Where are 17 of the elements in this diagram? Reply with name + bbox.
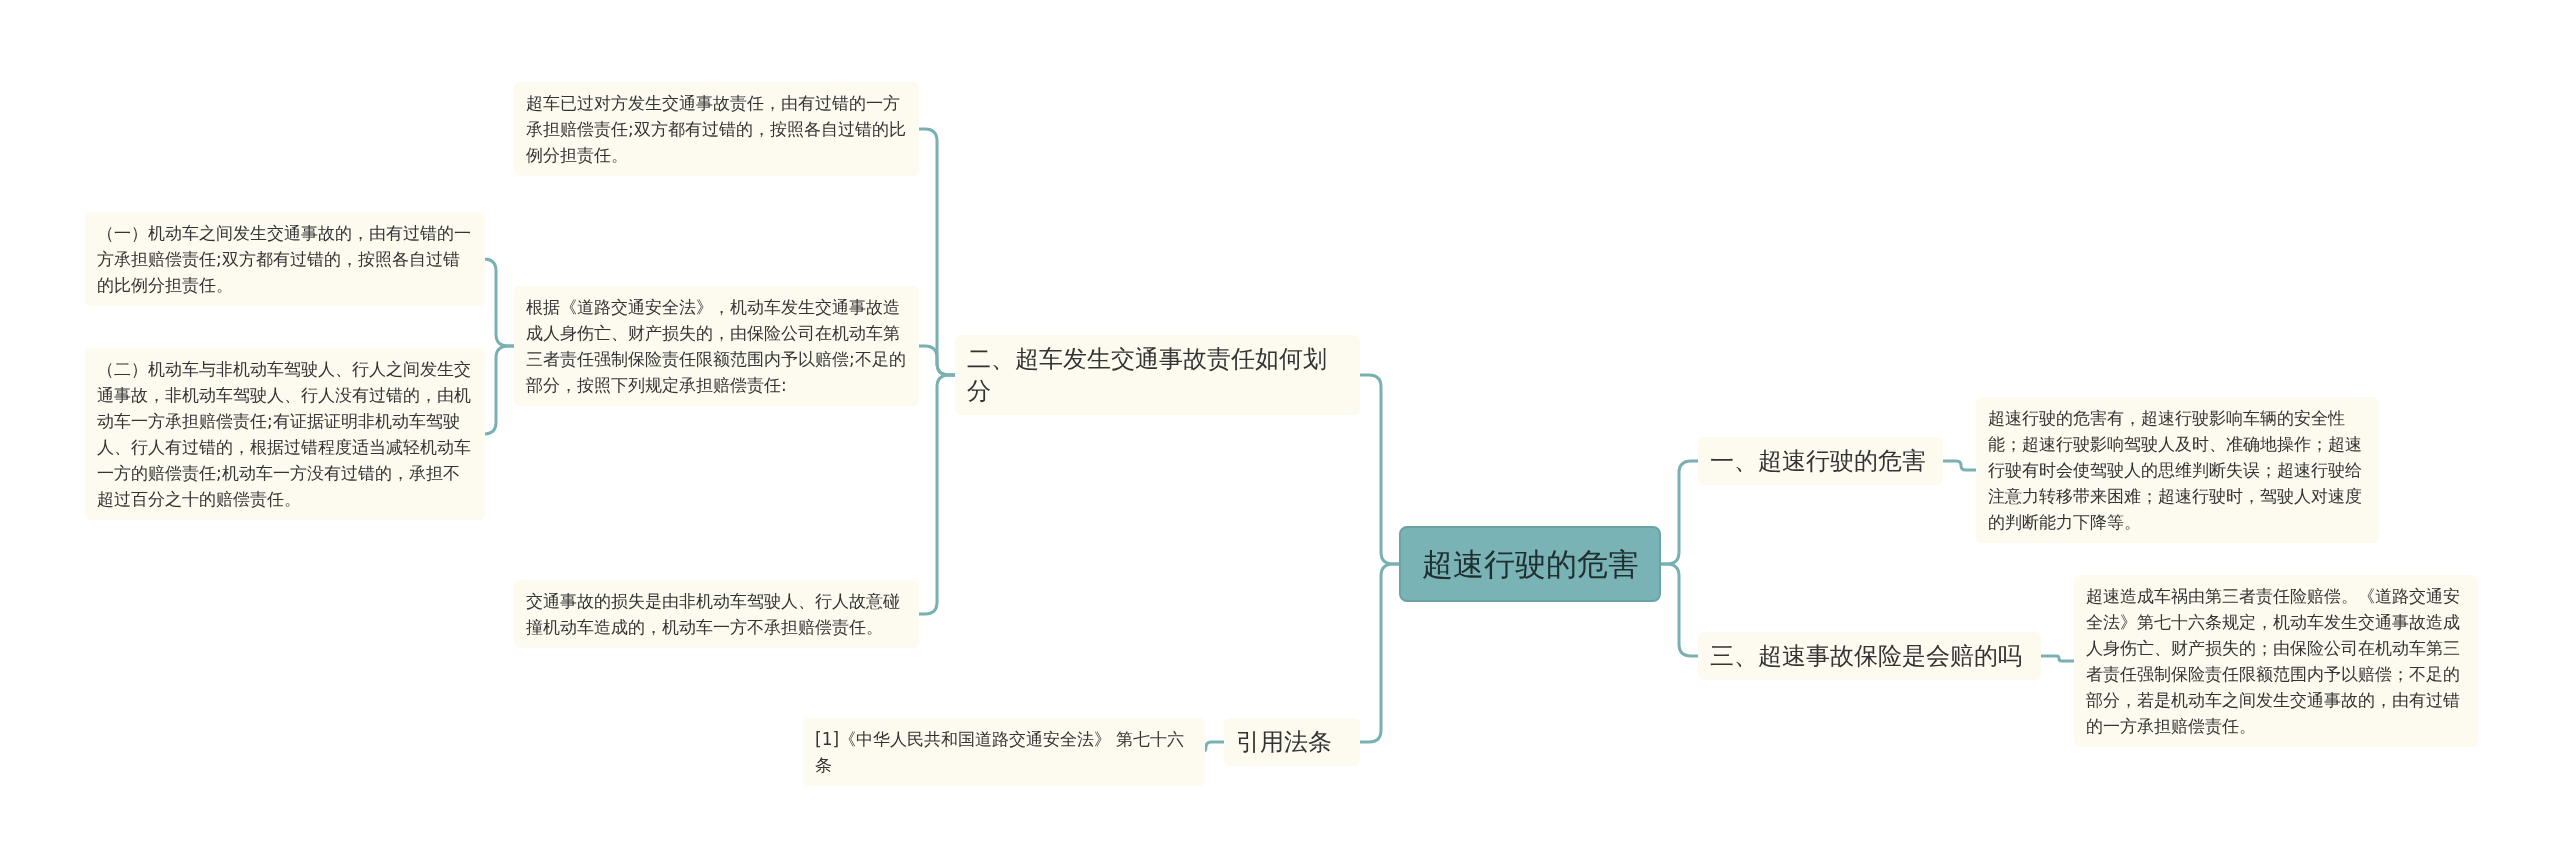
note-box: 超车已过对方发生交通事故责任，由有过错的一方承担赔偿责任;双方都有过错的，按照各自过错的比例分担责任。 (514, 82, 919, 176)
note-box: 根据《道路交通安全法》，机动车发生交通事故造成人身伤亡、财产损失的，由保险公司在机动车第三者责任强制保险责任限额范围内予以赔偿;不足的部分，按照下列规定承担赔偿责任: (514, 286, 919, 406)
note-box: 交通事故的损失是由非机动车驾驶人、行人故意碰撞机动车造成的，机动车一方不承担赔偿责任。 (514, 580, 919, 648)
root-topic-box: 超速行驶的危害 (1399, 526, 1661, 602)
note-box: [1]《中华人民共和国道路交通安全法》 第七十六条 (803, 718, 1205, 786)
note-box: 超速造成车祸由第三者责任险赔偿。《道路交通安全法》第七十六条规定，机动车发生交通事故造成人身伤亡、财产损失的；由保险公司在机动车第三者责任强制保险责任限额范围内予以赔偿；不足的部分，若是机动车之间发生交通事故的，由有过错的一方承担赔偿责任。 (2074, 575, 2478, 747)
note-box: （二）机动车与非机动车驾驶人、行人之间发生交通事故，非机动车驾驶人、行人没有过错的，由机动车一方承担赔偿责任;有证据证明非机动车驾驶人、行人有过错的，根据过错程度适当减轻机动车一方的赔偿责任;机动车一方没有过错的，承担不超过百分之十的赔偿责任。 (85, 348, 485, 520)
note-box: 超速行驶的危害有，超速行驶影响车辆的安全性能；超速行驶影响驾驶人及时、准确地操作；超速行驶有时会使驾驶人的思维判断失误；超速行驶给注意力转移带来困难；超速行驶时，驾驶人对速度的判断能力下降等。 (1976, 397, 2379, 543)
branch-topic-box: 三、超速事故保险是会赔的吗 (1698, 632, 2041, 680)
branch-topic-box: 一、超速行驶的危害 (1698, 437, 1943, 485)
branch-topic-box: 二、超车发生交通事故责任如何划分 (955, 335, 1360, 415)
connector-line (1661, 562, 1698, 658)
connector-line (2041, 654, 2074, 663)
note-box: （一）机动车之间发生交通事故的，由有过错的一方承担赔偿责任;双方都有过错的，按照各自过错的比例分担责任。 (85, 212, 485, 306)
connector-line (1360, 562, 1399, 744)
connector-line (1943, 459, 1976, 472)
branch-topic-box: 引用法条 (1224, 718, 1360, 766)
